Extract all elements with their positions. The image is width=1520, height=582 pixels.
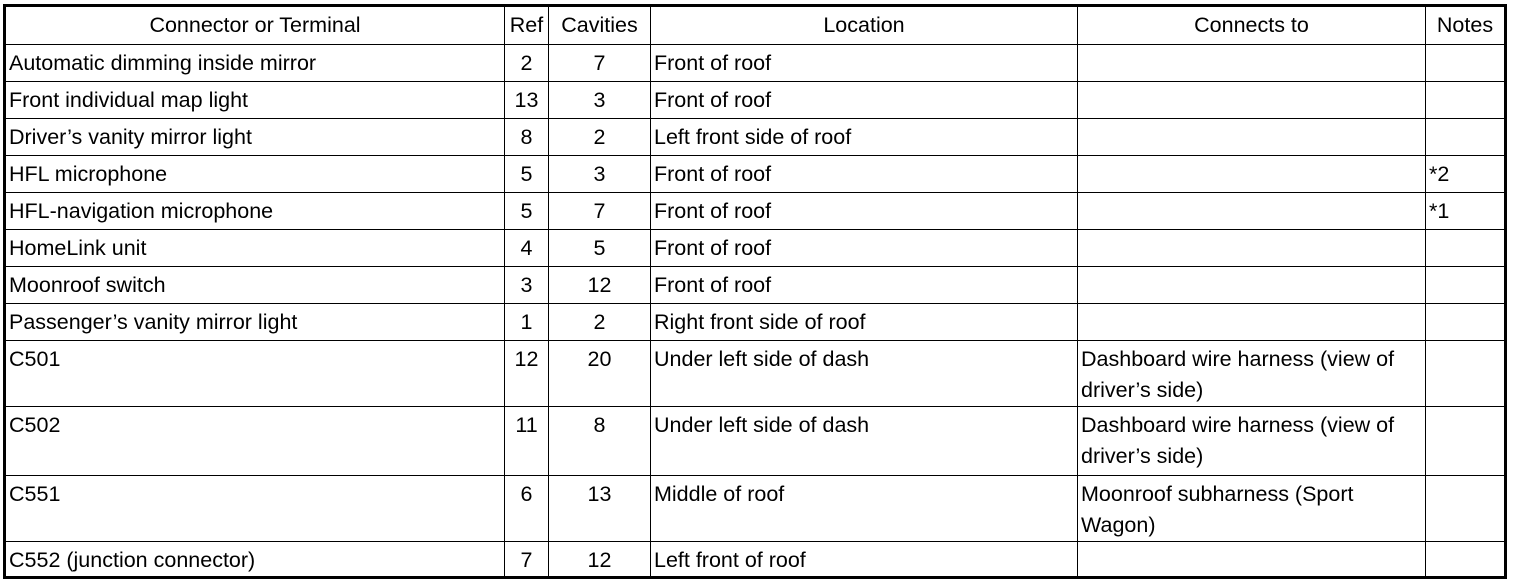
table-row: HomeLink unit 4 5 Front of roof xyxy=(4,229,1506,267)
cell-connector: C501 xyxy=(4,340,505,407)
cell-ref: 5 xyxy=(504,155,549,193)
cell-connector: Automatic dimming inside mirror xyxy=(4,44,505,82)
cell-location: Middle of roof xyxy=(650,475,1078,542)
cell-connector: C552 (junction connector) xyxy=(4,541,505,578)
cell-connects-to xyxy=(1077,303,1426,341)
table-row: HFL microphone 5 3 Front of roof *2 xyxy=(4,155,1506,193)
cell-connects-to: Dashboard wire harness (view of driver’s… xyxy=(1077,340,1426,407)
cell-connects-to xyxy=(1077,118,1426,156)
cell-cavities: 5 xyxy=(548,229,651,267)
cell-location: Front of roof xyxy=(650,266,1078,304)
table-row: C552 (junction connector) 7 12 Left fron… xyxy=(4,541,1506,578)
cell-connects-to xyxy=(1077,229,1426,267)
header-connects-to: Connects to xyxy=(1077,5,1426,45)
cell-connects-to xyxy=(1077,81,1426,119)
table-row: Driver’s vanity mirror light 8 2 Left fr… xyxy=(4,118,1506,156)
cell-location: Left front of roof xyxy=(650,541,1078,578)
cell-cavities: 3 xyxy=(548,81,651,119)
cell-ref: 13 xyxy=(504,81,549,119)
cell-connects-to xyxy=(1077,155,1426,193)
cell-cavities: 12 xyxy=(548,266,651,304)
cell-connector: Moonroof switch xyxy=(4,266,505,304)
cell-notes xyxy=(1425,541,1506,578)
cell-connector: HFL microphone xyxy=(4,155,505,193)
table-row: Front individual map light 13 3 Front of… xyxy=(4,81,1506,119)
cell-cavities: 12 xyxy=(548,541,651,578)
cell-connects-to xyxy=(1077,44,1426,82)
cell-location: Front of roof xyxy=(650,192,1078,230)
cell-location: Right front side of roof xyxy=(650,303,1078,341)
connector-table: Connector or Terminal Ref Cavities Locat… xyxy=(3,4,1507,579)
cell-ref: 12 xyxy=(504,340,549,407)
cell-connects-to: Moonroof subharness (Sport Wagon) xyxy=(1077,475,1426,542)
table-row: C501 12 20 Under left side of dash Dashb… xyxy=(4,340,1506,407)
cell-notes: *1 xyxy=(1425,192,1506,230)
cell-connector: Driver’s vanity mirror light xyxy=(4,118,505,156)
table-row: C551 6 13 Middle of roof Moonroof subhar… xyxy=(4,475,1506,542)
cell-cavities: 20 xyxy=(548,340,651,407)
cell-cavities: 7 xyxy=(548,44,651,82)
cell-notes xyxy=(1425,44,1506,82)
cell-location: Under left side of dash xyxy=(650,340,1078,407)
cell-ref: 7 xyxy=(504,541,549,578)
cell-notes: *2 xyxy=(1425,155,1506,193)
cell-location: Front of roof xyxy=(650,155,1078,193)
header-ref: Ref xyxy=(504,5,549,45)
cell-notes xyxy=(1425,229,1506,267)
cell-connects-to xyxy=(1077,266,1426,304)
cell-notes xyxy=(1425,475,1506,542)
cell-ref: 8 xyxy=(504,118,549,156)
cell-cavities: 3 xyxy=(548,155,651,193)
cell-notes xyxy=(1425,118,1506,156)
cell-location: Left front side of roof xyxy=(650,118,1078,156)
table-row: Automatic dimming inside mirror 2 7 Fron… xyxy=(4,44,1506,82)
cell-notes xyxy=(1425,406,1506,476)
cell-connector: HFL-navigation microphone xyxy=(4,192,505,230)
cell-notes xyxy=(1425,266,1506,304)
cell-notes xyxy=(1425,340,1506,407)
cell-connects-to: Dashboard wire harness (view of driver’s… xyxy=(1077,406,1426,476)
header-notes: Notes xyxy=(1425,5,1506,45)
cell-notes xyxy=(1425,303,1506,341)
cell-connector: C502 xyxy=(4,406,505,476)
cell-ref: 5 xyxy=(504,192,549,230)
cell-notes xyxy=(1425,81,1506,119)
header-cavities: Cavities xyxy=(548,5,651,45)
cell-ref: 3 xyxy=(504,266,549,304)
cell-location: Front of roof xyxy=(650,229,1078,267)
cell-connects-to xyxy=(1077,192,1426,230)
cell-ref: 2 xyxy=(504,44,549,82)
cell-location: Front of roof xyxy=(650,44,1078,82)
connector-table-container: Connector or Terminal Ref Cavities Locat… xyxy=(3,4,1507,579)
cell-cavities: 8 xyxy=(548,406,651,476)
cell-connects-to xyxy=(1077,541,1426,578)
cell-ref: 4 xyxy=(504,229,549,267)
cell-connector: Passenger’s vanity mirror light xyxy=(4,303,505,341)
cell-ref: 1 xyxy=(504,303,549,341)
table-header-row: Connector or Terminal Ref Cavities Locat… xyxy=(4,5,1506,45)
table-row: Moonroof switch 3 12 Front of roof xyxy=(4,266,1506,304)
header-connector: Connector or Terminal xyxy=(4,5,505,45)
table-row: Passenger’s vanity mirror light 1 2 Righ… xyxy=(4,303,1506,341)
cell-location: Under left side of dash xyxy=(650,406,1078,476)
cell-ref: 11 xyxy=(504,406,549,476)
cell-cavities: 7 xyxy=(548,192,651,230)
table-row: HFL-navigation microphone 5 7 Front of r… xyxy=(4,192,1506,230)
cell-connector: C551 xyxy=(4,475,505,542)
table-row: C502 11 8 Under left side of dash Dashbo… xyxy=(4,406,1506,476)
header-location: Location xyxy=(650,5,1078,45)
cell-ref: 6 xyxy=(504,475,549,542)
cell-location: Front of roof xyxy=(650,81,1078,119)
cell-connector: Front individual map light xyxy=(4,81,505,119)
cell-connector: HomeLink unit xyxy=(4,229,505,267)
cell-cavities: 13 xyxy=(548,475,651,542)
cell-cavities: 2 xyxy=(548,118,651,156)
cell-cavities: 2 xyxy=(548,303,651,341)
